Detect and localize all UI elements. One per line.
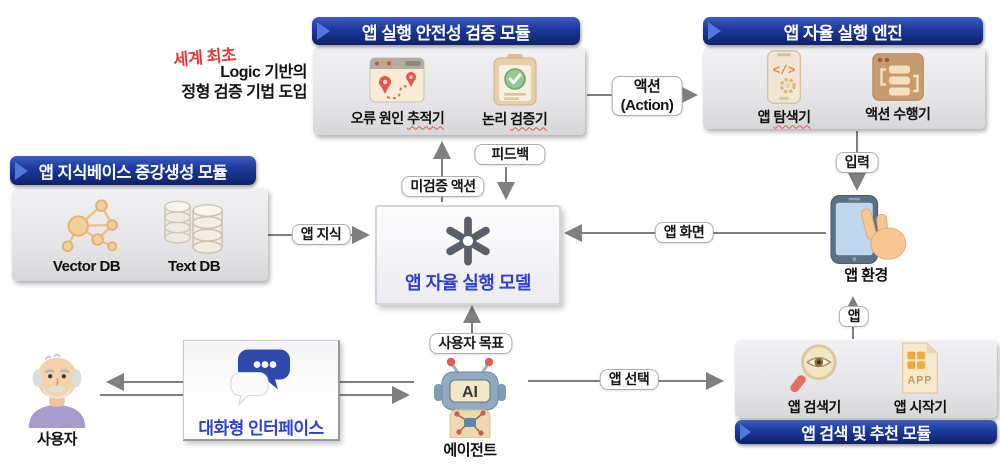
model-box: 앱 자율 실행 모델 <box>375 205 561 305</box>
action-arrow-label: 액션 (Action) <box>611 76 683 116</box>
chat-bubbles-icon <box>230 349 290 407</box>
app-arrow-label: 앱 <box>838 306 870 327</box>
app-searcher-label-text: 앱 검색기 <box>787 398 841 415</box>
annotation-line2: 정형 검증 기법 도입 <box>181 84 307 101</box>
logic-annotation: Logic 기반의 정형 검증 기법 도입 <box>140 63 307 103</box>
openai-knot-icon <box>446 216 490 266</box>
agent-robot-icon: AI <box>434 357 506 438</box>
text-db-label: Text DB <box>168 257 221 275</box>
app-environment-icon <box>830 194 907 265</box>
action-executor-label: 액션 수행기 <box>865 104 931 124</box>
ai-screen-text: AI <box>462 384 478 401</box>
text-db-icon <box>164 200 223 254</box>
search-module-header: 앱 검색 및 추천 모듈 <box>735 420 997 444</box>
vector-db-icon <box>61 198 118 252</box>
code-glyph: </> <box>773 64 796 78</box>
vector-db-label-text: Vector DB <box>52 257 121 275</box>
app-explorer-label-text: 앱 <box>757 108 774 125</box>
app-searcher-item: 앱 검색기 <box>785 342 843 417</box>
action-arrow-label-line2: (Action) <box>620 97 674 114</box>
engine-module-body: </> 앱 탐색기 액션 수행기 <box>703 47 985 129</box>
interface-label: 대화형 인터페이스 <box>198 419 324 438</box>
user-goal-arrow-label: 사용자 목표 <box>429 333 513 354</box>
app-knowledge-arrow-label: 앱 지식 <box>291 224 351 245</box>
action-executor-item: 액션 수행기 <box>865 52 931 124</box>
text-db-item: Text DB <box>161 195 227 275</box>
model-label: 앱 자율 실행 모델 <box>405 273 531 293</box>
app-doc-text: APP <box>908 374 933 386</box>
user-label: 사용자 <box>37 431 77 448</box>
app-starter-label: 앱 시작기 <box>894 397 947 417</box>
action-executor-icon <box>872 52 924 101</box>
annotation-line1: Logic 기반의 <box>220 64 307 81</box>
logic-verifier-icon <box>493 53 537 105</box>
search-module-title: 앱 검색 및 추천 모듈 <box>801 426 931 443</box>
user-avatar <box>28 353 86 428</box>
interface-box: 대화형 인터페이스 <box>183 340 340 441</box>
vector-db-item: Vector DB <box>52 195 121 275</box>
app-select-arrow-label: 앱 선택 <box>599 369 659 390</box>
chevron-right-icon <box>708 22 721 40</box>
phone-label: 앱 환경 <box>844 267 888 284</box>
error-tracker-label-marked: 추적기 <box>407 109 445 126</box>
logic-verifier-label: 논리 검증기 <box>481 109 548 129</box>
safety-module-header: 앱 실행 안전성 검증 모듈 <box>312 17 580 45</box>
app-starter-item: APP 앱 시작기 <box>894 341 947 417</box>
error-tracker-label: 오류 원인 추적기 <box>350 108 445 128</box>
chevron-right-icon <box>740 424 751 440</box>
app-explorer-label: 앱 탐색기 <box>758 107 811 127</box>
knowledge-module-title: 앱 지식베이스 증강생성 모듈 <box>38 163 228 182</box>
app-screen-arrow-label: 앱 화면 <box>654 222 714 243</box>
chevron-right-icon <box>317 22 330 40</box>
unverified-action-arrow-label: 미검증 액션 <box>401 176 485 197</box>
text-db-label-text: Text DB <box>168 257 221 275</box>
knowledge-module-header: 앱 지식베이스 증강생성 모듈 <box>10 156 256 185</box>
app-searcher-icon <box>790 343 837 392</box>
app-searcher-label: 앱 검색기 <box>788 397 841 417</box>
engine-module-header: 앱 자율 실행 엔진 <box>703 17 983 45</box>
app-explorer-icon: </> <box>766 49 802 104</box>
feedback-arrow-label: 피드백 <box>474 144 546 165</box>
safety-module-body: 오류 원인 추적기 논리 검증기 <box>313 47 585 135</box>
error-tracker-item: 오류 원인 추적기 <box>350 55 445 128</box>
engine-module-title: 앱 자율 실행 엔진 <box>783 23 903 43</box>
logic-verifier-label-marked: 검증기 <box>510 110 548 127</box>
error-tracker-icon <box>369 57 425 102</box>
error-tracker-label-text: 오류 원인 <box>350 109 408 126</box>
app-explorer-item: </> 앱 탐색기 <box>758 49 811 127</box>
action-executor-label-text: 액션 수행기 <box>865 105 931 122</box>
logic-verifier-item: 논리 검증기 <box>481 53 548 129</box>
safety-module-title: 앱 실행 안전성 검증 모듈 <box>361 23 531 43</box>
chevron-right-icon <box>15 161 28 180</box>
agent-label: 에이전트 <box>443 442 497 459</box>
knowledge-module-body: Vector DB Text DB <box>12 188 268 281</box>
app-starter-icon: APP <box>902 341 939 394</box>
input-arrow-label: 입력 <box>835 152 879 173</box>
vector-db-label: Vector DB <box>52 257 121 275</box>
search-module-body: 앱 검색기 APP 앱 시작기 <box>735 340 997 418</box>
logic-verifier-label-text: 논리 <box>481 110 511 127</box>
app-explorer-label-marked: 탐색기 <box>773 108 811 125</box>
app-starter-label-text: 앱 시작기 <box>893 398 947 415</box>
action-arrow-label-line1: 액션 <box>633 78 661 95</box>
